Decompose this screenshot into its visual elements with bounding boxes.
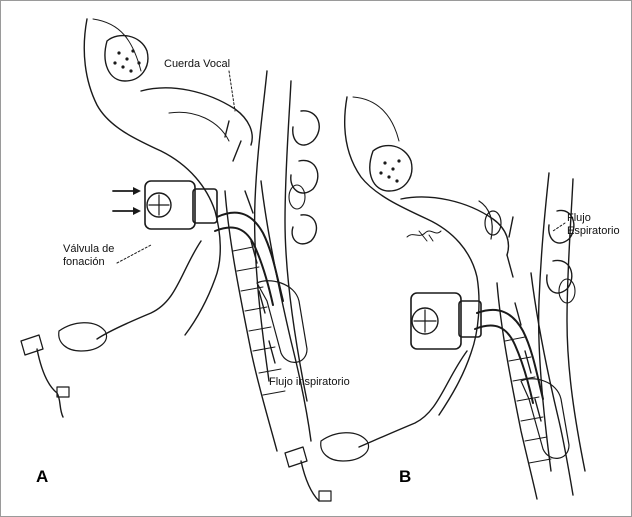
panel-b-drawing: [285, 97, 585, 501]
phonation-valve-label: Válvula de fonación: [63, 243, 114, 269]
expiratory-flow-label: Flujo Espiratorio: [567, 212, 620, 238]
vocal-cord-label: Cuerda Vocal: [164, 58, 230, 71]
inspiratory-flow-label: Flujo inspiratorio: [269, 376, 350, 389]
panel-b-label: B: [399, 467, 411, 487]
panel-a-label: A: [36, 467, 48, 487]
